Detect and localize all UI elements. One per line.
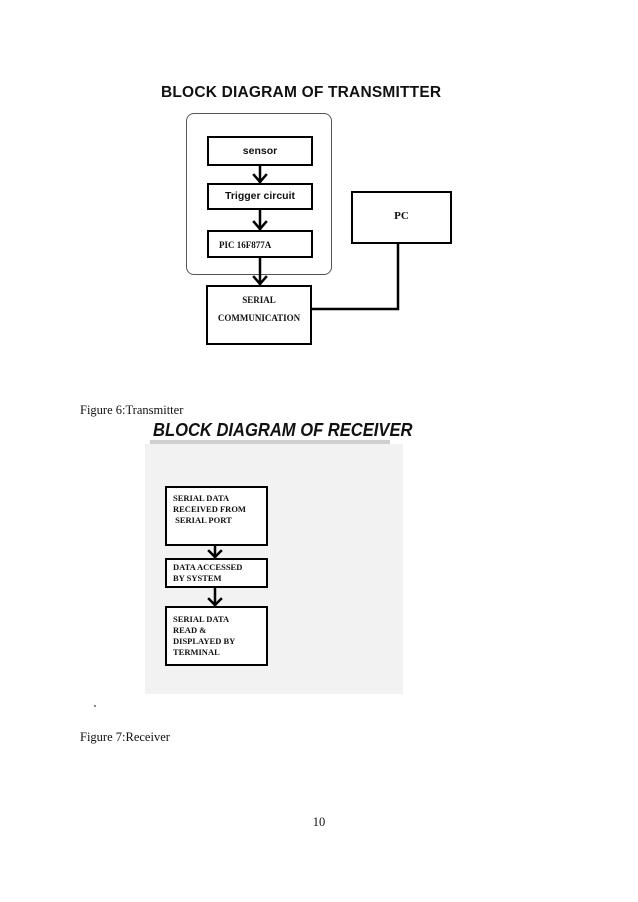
received-line-2: RECEIVED FROM <box>173 504 246 514</box>
transmitter-diagram-title: BLOCK DIAGRAM OF TRANSMITTER <box>161 84 442 101</box>
received-line-3: SERIAL PORT <box>173 515 232 525</box>
displayed-line-2: READ & <box>173 625 207 635</box>
serial-data-displayed-block: SERIAL DATA READ & DISPLAYED BY TERMINAL <box>165 606 268 666</box>
figure-7-caption: Figure 7:Receiver <box>80 730 170 744</box>
arrow-sensor-to-trigger <box>252 164 268 184</box>
trigger-circuit-label: Trigger circuit <box>224 190 296 202</box>
figure-6-caption: Figure 6:Transmitter <box>80 403 184 417</box>
sensor-label: sensor <box>242 145 278 157</box>
data-accessed-block: DATA ACCESSED BY SYSTEM <box>165 558 268 588</box>
arrow-accessed-to-displayed <box>207 586 223 607</box>
serial-communication-block: SERIAL COMMUNICATION <box>206 285 312 345</box>
arrow-trigger-to-pic <box>252 208 268 231</box>
page-number: 10 <box>312 815 326 829</box>
received-line-1: SERIAL DATA <box>173 493 230 503</box>
pc-label: PC <box>394 210 409 222</box>
communication-label: COMMUNICATION <box>217 313 301 323</box>
sensor-block: sensor <box>207 136 313 166</box>
serial-label: SERIAL <box>242 295 276 305</box>
pic-label: PIC 16F877A <box>219 240 272 250</box>
accessed-line-1: DATA ACCESSED <box>173 562 243 572</box>
receiver-title-underline <box>150 440 390 444</box>
accessed-line-2: BY SYSTEM <box>173 573 222 583</box>
arrow-received-to-accessed <box>207 544 223 559</box>
arrow-pic-to-serial <box>252 256 268 286</box>
stray-mark <box>94 705 96 707</box>
serial-data-received-block: SERIAL DATA RECEIVED FROM SERIAL PORT <box>165 486 268 546</box>
pc-block: PC <box>351 191 452 244</box>
connector-serial-to-pc <box>310 242 400 311</box>
displayed-line-3: DISPLAYED BY <box>173 636 236 646</box>
displayed-line-1: SERIAL DATA <box>173 614 230 624</box>
receiver-diagram-title: BLOCK DIAGRAM OF RECEIVER <box>153 420 413 440</box>
displayed-line-4: TERMINAL <box>173 647 220 657</box>
